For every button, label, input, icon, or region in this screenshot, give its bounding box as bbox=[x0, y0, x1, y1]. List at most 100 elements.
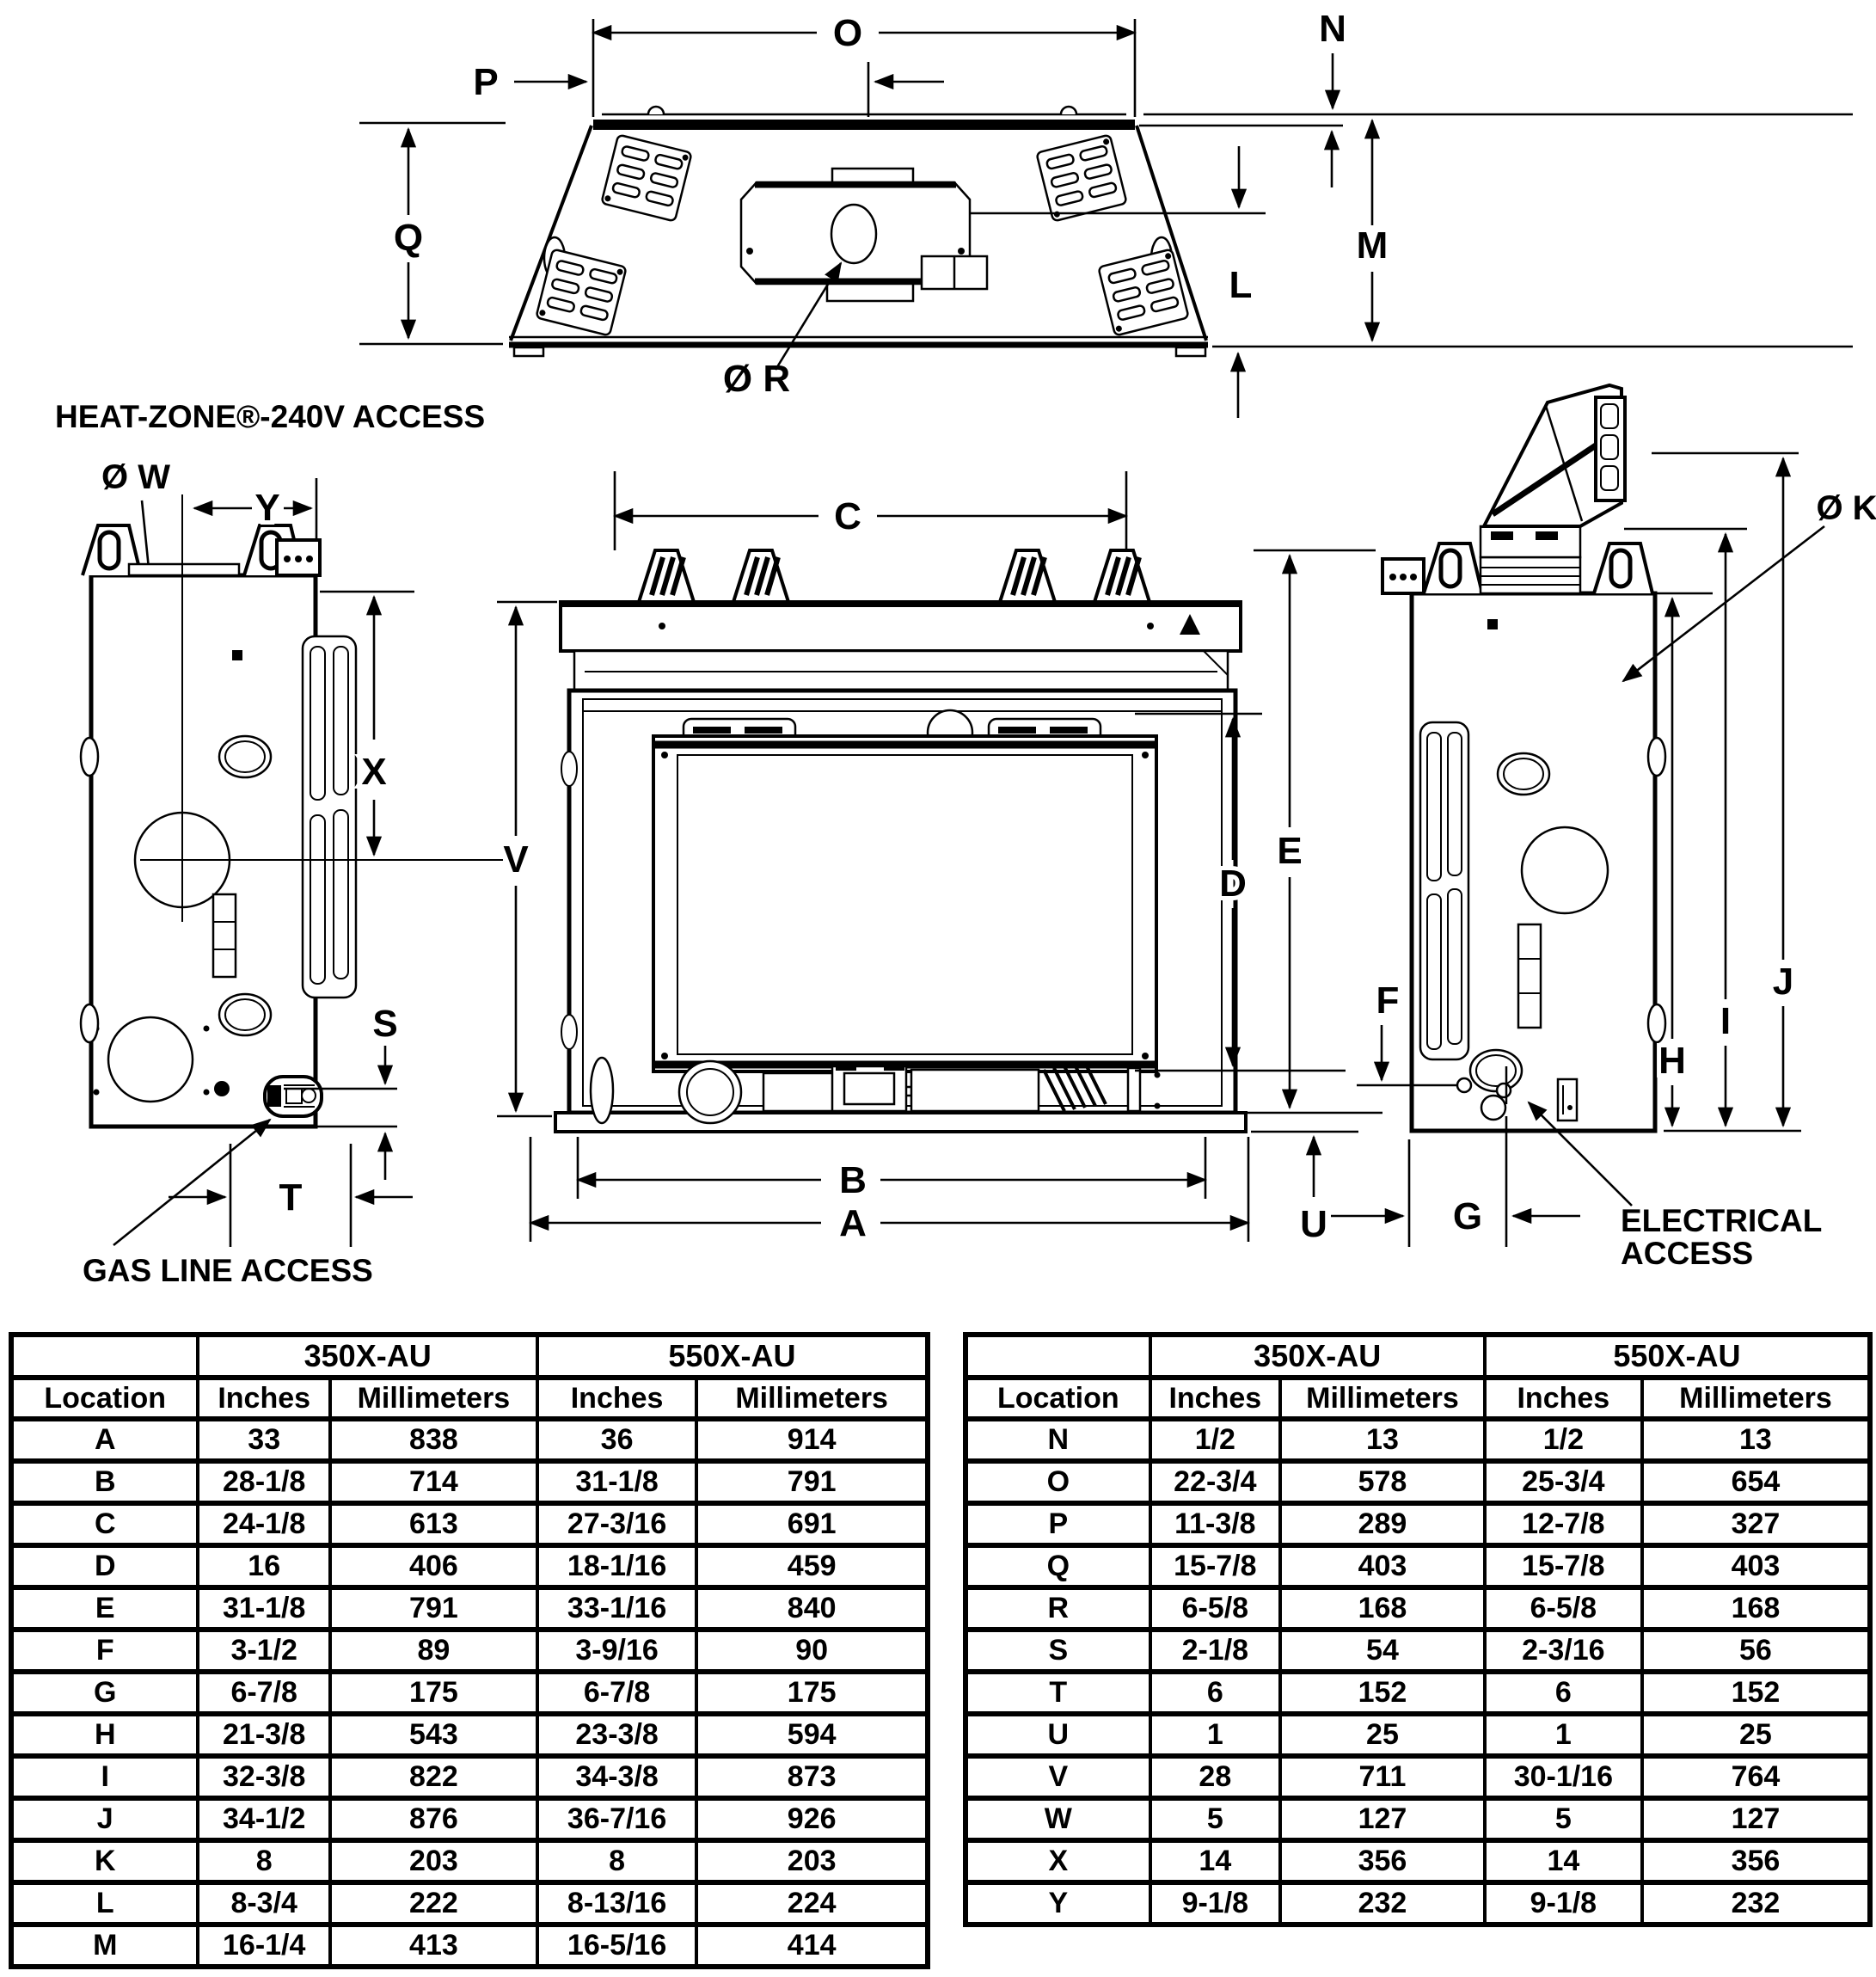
col-location: Location bbox=[9, 1375, 200, 1421]
cell-mm-550: 791 bbox=[695, 1458, 929, 1506]
cell-inches-350: 6 bbox=[1148, 1669, 1283, 1716]
cell-inches-550: 5 bbox=[1482, 1796, 1644, 1843]
cell-inches-550: 27-3/16 bbox=[535, 1501, 699, 1548]
dim-label-k: Ø K bbox=[1816, 489, 1876, 527]
right-small-slot bbox=[1556, 1078, 1579, 1122]
cell-inches-350: 16 bbox=[196, 1543, 332, 1590]
table-row: F 3-1/2 89 3-9/16 90 bbox=[9, 1627, 929, 1674]
dimension-drawing: O P N M L bbox=[55, 8, 1876, 1288]
cell-mm-550: 654 bbox=[1640, 1458, 1873, 1506]
cell-inches-550: 3-9/16 bbox=[535, 1627, 699, 1674]
cap-triangle-marker bbox=[1180, 614, 1200, 635]
cell-mm-350: 613 bbox=[328, 1501, 539, 1548]
front-bottom-lip bbox=[554, 1111, 1248, 1133]
cell-mm-350: 413 bbox=[328, 1922, 539, 1969]
dim-label-s: S bbox=[372, 1003, 397, 1045]
dim-label-e: E bbox=[1277, 830, 1302, 872]
col-inches-550: Inches bbox=[535, 1375, 699, 1421]
cell-location: L bbox=[9, 1880, 200, 1927]
table-row: G 6-7/8 175 6-7/8 175 bbox=[9, 1669, 929, 1716]
cell-mm-350: 791 bbox=[328, 1585, 539, 1632]
right-roof-bracket-1 bbox=[1424, 543, 1482, 593]
dim-A: A bbox=[528, 1137, 1251, 1249]
right-junction-box bbox=[1381, 557, 1425, 595]
cell-location: H bbox=[9, 1711, 200, 1759]
front-glass-door bbox=[652, 734, 1158, 1073]
dim-S: S bbox=[284, 998, 402, 1180]
dim-H: H bbox=[1654, 592, 1713, 1128]
dim-M: M bbox=[1212, 118, 1853, 348]
table-row: X 14 356 14 356 bbox=[964, 1838, 1873, 1885]
table-row: H 21-3/8 543 23-3/8 594 bbox=[9, 1711, 929, 1759]
table-row: T 6 152 6 152 bbox=[964, 1669, 1873, 1716]
cell-mm-350: 175 bbox=[328, 1669, 539, 1716]
cell-inches-550: 12-7/8 bbox=[1482, 1501, 1644, 1548]
cell-mm-550: 764 bbox=[1640, 1753, 1873, 1801]
electrical-access-label-1: ELECTRICAL bbox=[1621, 1203, 1822, 1238]
model-header-row: 350X-AU 550X-AU bbox=[964, 1332, 1873, 1380]
cell-inches-550: 6 bbox=[1482, 1669, 1644, 1716]
table-row: A 33 838 36 914 bbox=[9, 1416, 929, 1464]
dim-label-w: Ø W bbox=[101, 458, 170, 496]
cell-location: C bbox=[9, 1501, 200, 1548]
model-header-550x: 550X-AU bbox=[1482, 1332, 1873, 1380]
cell-inches-550: 36-7/16 bbox=[535, 1796, 699, 1843]
cell-mm-350: 543 bbox=[328, 1711, 539, 1759]
left-lower-knockout bbox=[218, 992, 273, 1037]
electrical-access-label-2: ACCESS bbox=[1621, 1236, 1753, 1271]
cell-location: R bbox=[964, 1585, 1152, 1632]
cell-mm-350: 203 bbox=[328, 1838, 539, 1885]
model-header-550x: 550X-AU bbox=[535, 1332, 930, 1380]
model-header-row: 350X-AU 550X-AU bbox=[9, 1332, 930, 1380]
dimension-table-a-m: 350X-AU 550X-AU Location Inches Millimet… bbox=[9, 1332, 930, 1969]
cell-location: T bbox=[964, 1669, 1152, 1716]
table-row: I 32-3/8 822 34-3/8 873 bbox=[9, 1753, 929, 1801]
table-row: C 24-1/8 613 27-3/16 691 bbox=[9, 1501, 929, 1548]
table-row: V 28 711 30-1/16 764 bbox=[964, 1753, 1873, 1801]
louver-bottom-right bbox=[1097, 248, 1190, 337]
heat-zone-hole bbox=[133, 494, 503, 922]
table-row: Y 9-1/8 232 9-1/8 232 bbox=[964, 1880, 1873, 1927]
cell-mm-350: 222 bbox=[328, 1880, 539, 1927]
dim-label-p: P bbox=[473, 61, 498, 103]
cell-inches-350: 1 bbox=[1148, 1711, 1283, 1759]
cell-inches-550: 6-5/8 bbox=[1482, 1585, 1644, 1632]
left-bottom-hole bbox=[107, 1016, 194, 1103]
cell-inches-350: 2-1/8 bbox=[1148, 1627, 1283, 1674]
cell-inches-550: 36 bbox=[535, 1416, 699, 1464]
cell-location: S bbox=[964, 1627, 1152, 1674]
dim-Q: Q bbox=[359, 121, 506, 346]
cell-mm-350: 406 bbox=[328, 1543, 539, 1590]
cell-mm-350: 289 bbox=[1278, 1501, 1487, 1548]
left-roof-plate bbox=[127, 562, 241, 577]
left-side-view: HEAT-ZONE®-240V ACCESS Ø W bbox=[55, 399, 503, 1288]
cell-mm-550: 926 bbox=[695, 1796, 929, 1843]
dim-X: X bbox=[320, 590, 414, 857]
cell-location: O bbox=[964, 1458, 1152, 1506]
dim-label-x: X bbox=[361, 751, 386, 793]
col-inches-350: Inches bbox=[1148, 1375, 1283, 1421]
table-row: K 8 203 8 203 bbox=[9, 1838, 929, 1885]
gas-line-fitting bbox=[263, 1075, 323, 1118]
dim-label-t: T bbox=[279, 1176, 303, 1219]
cell-mm-550: 90 bbox=[695, 1627, 929, 1674]
cell-mm-350: 25 bbox=[1278, 1711, 1487, 1759]
cell-inches-550: 33-1/16 bbox=[535, 1585, 699, 1632]
cell-inches-550: 14 bbox=[1482, 1838, 1644, 1885]
cell-inches-550: 1 bbox=[1482, 1711, 1644, 1759]
dim-label-y: Y bbox=[254, 487, 279, 529]
cell-location: E bbox=[9, 1585, 200, 1632]
dim-J: J bbox=[1652, 451, 1799, 1128]
dim-label-l: L bbox=[1229, 264, 1253, 306]
cell-location: Q bbox=[964, 1543, 1152, 1590]
cell-inches-550: 18-1/16 bbox=[535, 1543, 699, 1590]
model-header-350x: 350X-AU bbox=[196, 1332, 539, 1380]
cell-location: K bbox=[9, 1838, 200, 1885]
dim-C: C bbox=[612, 471, 1129, 550]
cell-mm-350: 838 bbox=[328, 1416, 539, 1464]
col-mm-350: Millimeters bbox=[1278, 1375, 1487, 1421]
cell-location: J bbox=[9, 1796, 200, 1843]
cell-inches-550: 31-1/8 bbox=[535, 1458, 699, 1506]
cell-mm-350: 714 bbox=[328, 1458, 539, 1506]
cell-inches-550: 23-3/8 bbox=[535, 1711, 699, 1759]
